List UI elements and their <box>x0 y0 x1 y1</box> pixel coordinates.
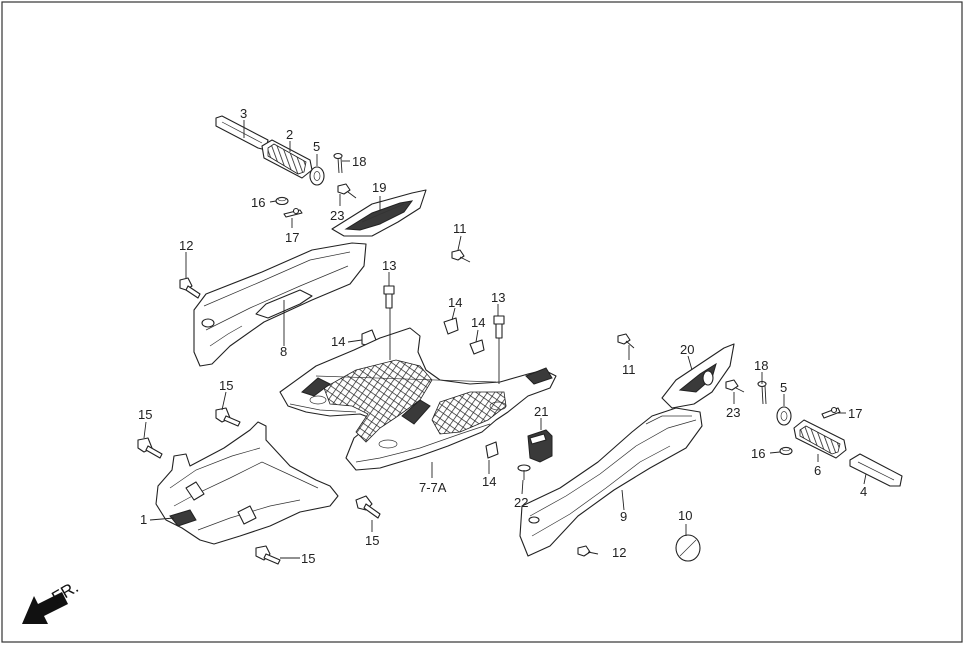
callout-15-b: 15 <box>138 407 152 422</box>
part-1-under-cover <box>155 421 339 545</box>
callout-14-d: 14 <box>482 474 496 489</box>
callout-5-right: 5 <box>780 380 787 395</box>
part-19-cover-left <box>331 189 427 237</box>
part-16-rubber-right <box>779 446 793 456</box>
callout-14-a: 14 <box>448 295 462 310</box>
callout-18-right: 18 <box>754 358 768 373</box>
part-22-clip <box>517 464 531 480</box>
part-12-bolt-left <box>179 277 201 299</box>
callout-23-right: 23 <box>726 405 740 420</box>
callout-23-left: 23 <box>330 208 344 223</box>
callout-12-left: 12 <box>179 238 193 253</box>
callout-5-left: 5 <box>313 139 320 154</box>
callout-14-b: 14 <box>471 315 485 330</box>
callout-12-lower: 12 <box>612 545 626 560</box>
part-23-bolt-right <box>725 379 745 393</box>
part-11-bolt-lower <box>617 333 635 349</box>
callout-15-d: 15 <box>301 551 315 566</box>
callout-13-left: 13 <box>382 258 396 273</box>
callout-22: 22 <box>514 495 528 510</box>
callout-1: 1 <box>140 512 147 527</box>
part-11-bolt-upper <box>451 249 471 263</box>
part-9-side-cover-right <box>519 407 703 557</box>
part-10-cap <box>675 534 701 562</box>
callout-11-lower: 11 <box>622 362 636 377</box>
part-4-footrest-bracket-right <box>849 453 903 487</box>
part-13-bolt-right <box>493 315 505 339</box>
callout-14-c: 14 <box>331 334 345 349</box>
part-14-clip-d <box>485 441 499 459</box>
callout-11-upper: 11 <box>453 221 467 236</box>
callout-16-left: 16 <box>251 195 265 210</box>
callout-21: 21 <box>534 404 548 419</box>
callout-2: 2 <box>286 127 293 142</box>
callout-8: 8 <box>280 344 287 359</box>
callout-17-right: 17 <box>848 406 862 421</box>
part-14-clip-b <box>443 317 459 335</box>
callout-17-left: 17 <box>285 230 299 245</box>
callout-19: 19 <box>372 180 386 195</box>
part-18-pin-right <box>757 380 767 405</box>
arrow-left-down-icon <box>22 592 68 624</box>
part-23-bolt-left <box>337 183 357 199</box>
callout-9: 9 <box>620 509 627 524</box>
callout-3: 3 <box>240 106 247 121</box>
part-18-pin-left <box>333 152 343 174</box>
part-5-washer-left <box>309 166 325 186</box>
callout-6: 6 <box>814 463 821 478</box>
part-12-bolt-lower <box>577 545 599 557</box>
front-direction-indicator: FR. <box>22 577 82 624</box>
part-15-bolt-a <box>215 407 241 427</box>
part-6-footrest-rubber-right <box>793 419 847 459</box>
part-13-bolt-left <box>383 285 395 309</box>
callout-15-a: 15 <box>219 378 233 393</box>
callout-10: 10 <box>678 508 692 523</box>
part-2-footrest-rubber-left <box>261 139 313 179</box>
callout-20: 20 <box>680 342 694 357</box>
callout-13-right: 13 <box>491 290 505 305</box>
part-15-bolt-b <box>137 437 163 459</box>
leader-lines <box>143 120 867 559</box>
part-7-floor-panel <box>279 327 557 471</box>
part-15-bolt-d <box>255 545 281 565</box>
callout-15-c: 15 <box>365 533 379 548</box>
part-17-cotter-pin-right <box>821 406 841 419</box>
callouts: 3 2 5 18 19 16 23 17 11 12 13 13 14 14 1… <box>138 106 867 566</box>
callout-16-right: 16 <box>751 446 765 461</box>
callout-18-left: 18 <box>352 154 366 169</box>
part-15-bolt-c <box>355 495 381 519</box>
part-20-cover-right <box>661 343 735 409</box>
part-17-cotter-pin-left <box>283 207 303 218</box>
callout-7-7a: 7-7A <box>419 480 447 495</box>
part-21-cover <box>527 429 553 463</box>
part-5-washer-right <box>776 406 792 426</box>
part-16-rubber-left <box>275 196 289 206</box>
part-3-footrest-bracket-left <box>215 115 269 151</box>
part-14-clip-c <box>469 339 485 355</box>
callout-4: 4 <box>860 484 867 499</box>
